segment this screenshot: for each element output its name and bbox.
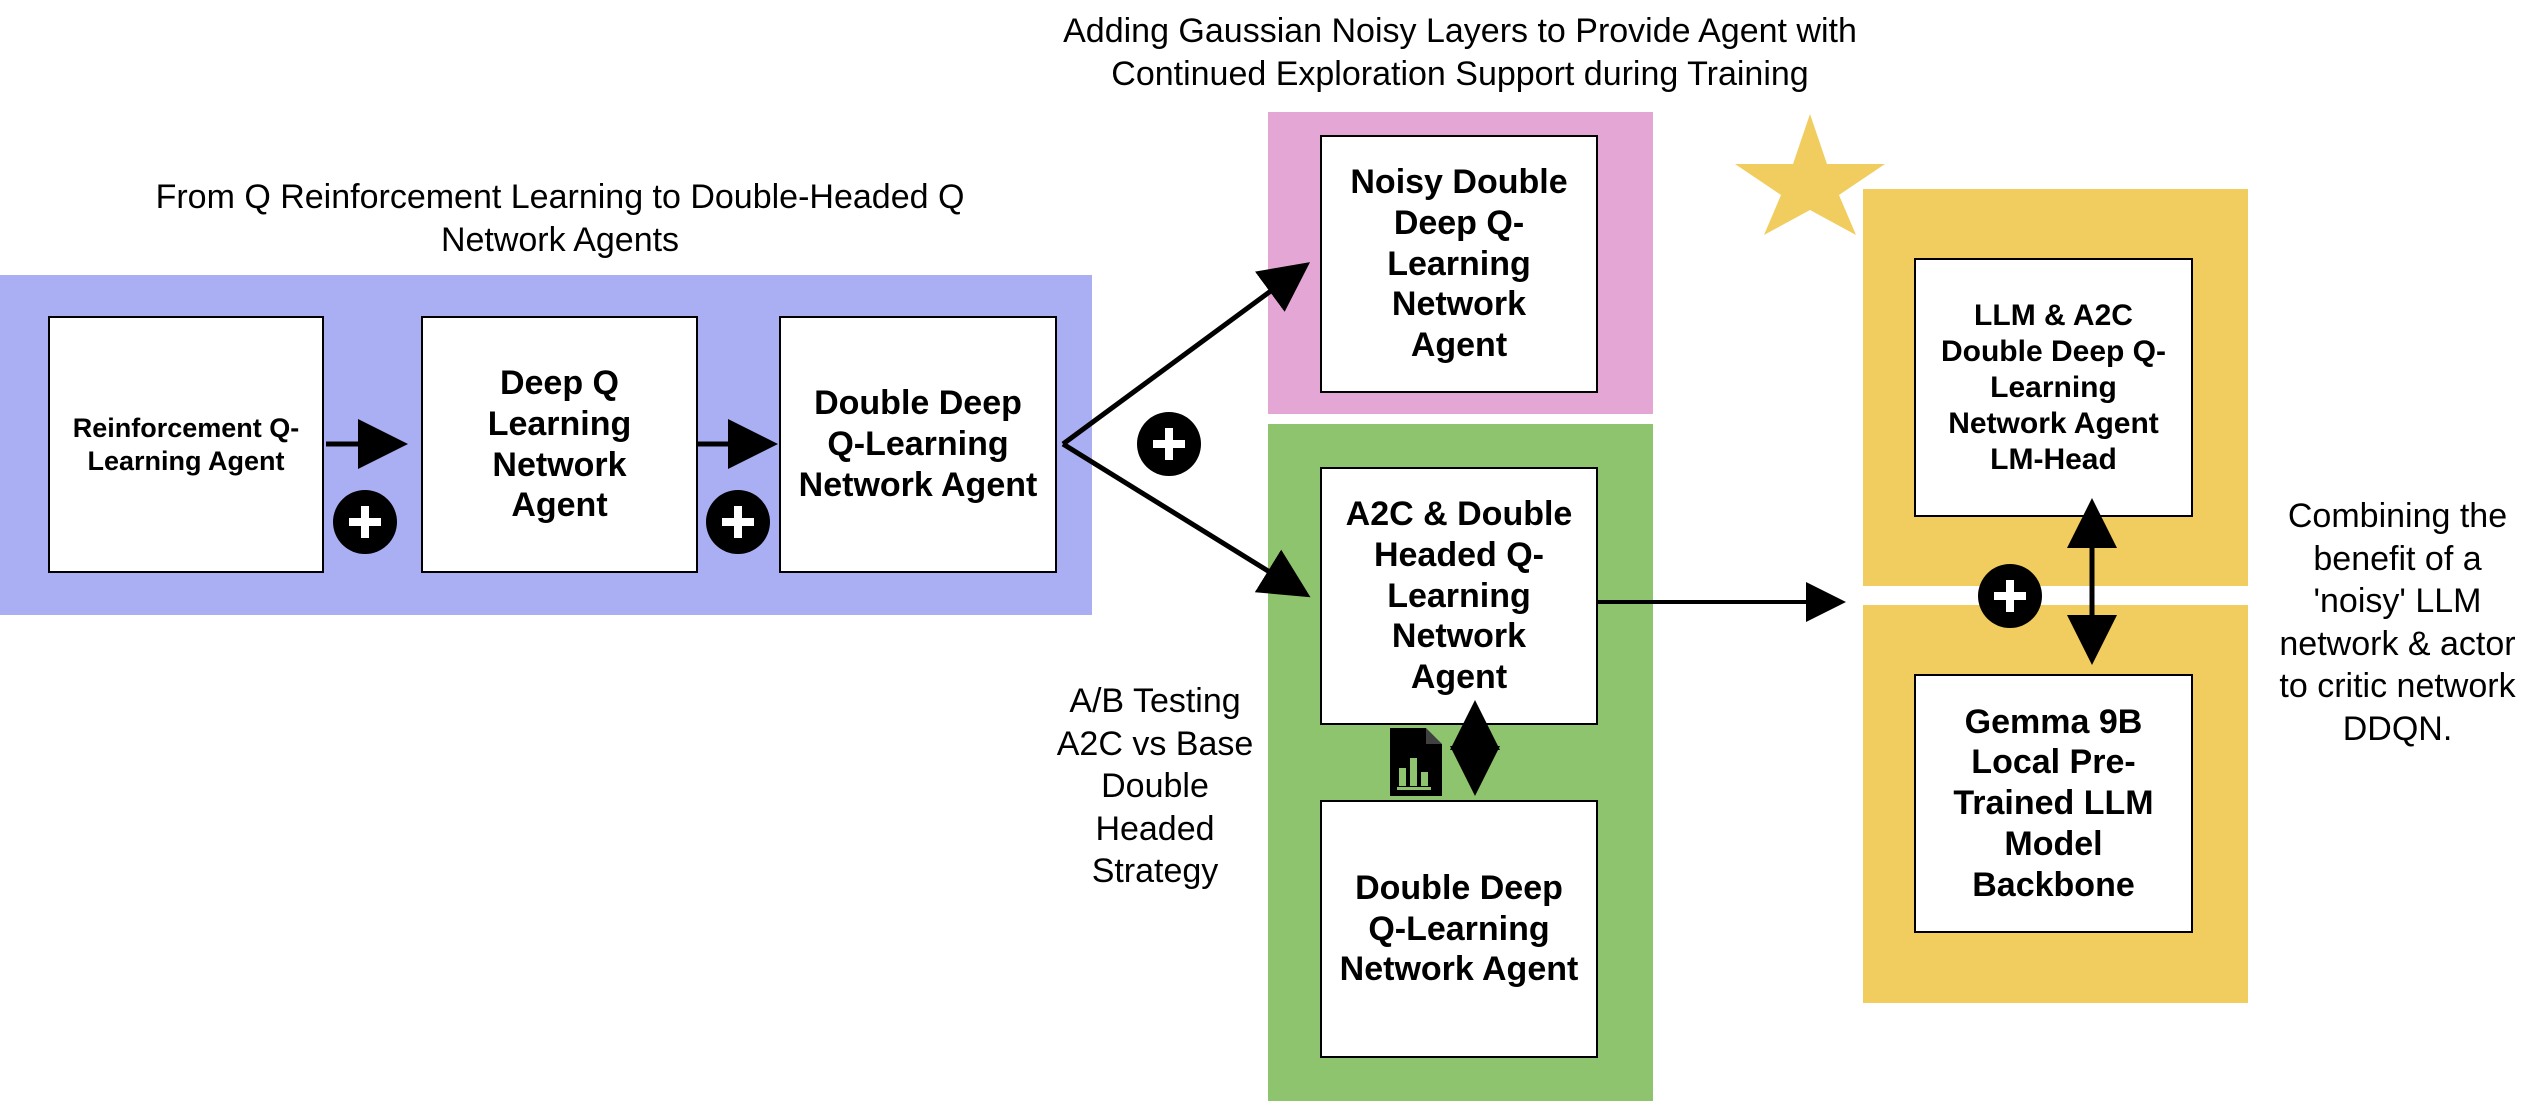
double-deep-agent-box: Double Deep Q-Learning Network Agent: [779, 316, 1057, 573]
arrow-to-noisy: [1061, 262, 1311, 447]
llm-a2c-box: LLM & A2C Double Deep Q-Learning Network…: [1914, 258, 2193, 517]
chart-document-icon: [1390, 728, 1442, 796]
reinforcement-agent-box: Reinforcement Q-Learning Agent: [48, 316, 324, 573]
deep-q-agent-box: Deep Q Learning Network Agent: [421, 316, 698, 573]
noisy-agent-box: Noisy Double Deep Q-Learning Network Age…: [1320, 135, 1598, 393]
reinforcement-agent-label: Reinforcement Q-Learning Agent: [72, 413, 300, 476]
gemma-backbone-box: Gemma 9B Local Pre-Trained LLM Model Bac…: [1914, 674, 2193, 933]
a2c-agent-label: A2C & Double Headed Q-Learning Network A…: [1345, 495, 1573, 697]
plus-circle-icon: [1978, 564, 2042, 628]
star-icon: [1735, 114, 1885, 235]
double-deep-green-box: Double Deep Q-Learning Network Agent: [1320, 800, 1598, 1058]
double-deep-agent-label: Double Deep Q-Learning Network Agent: [798, 384, 1038, 504]
combining-caption: Combining the benefit of a 'noisy' LLM n…: [2279, 497, 2516, 748]
double-deep-green-label: Double Deep Q-Learning Network Agent: [1339, 868, 1579, 989]
gemma-backbone-label: Gemma 9B Local Pre-Trained LLM Model Bac…: [1953, 702, 2154, 904]
plus-circle-icon: [706, 490, 770, 554]
noisy-title: Adding Gaussian Noisy Layers to Provide …: [1063, 12, 1857, 93]
plus-circle-icon: [1137, 412, 1201, 476]
ab-testing-caption: A/B Testing A2C vs Base Double Headed St…: [1056, 682, 1254, 890]
arrow-to-a2c: [1061, 441, 1311, 598]
left-title: From Q Reinforcement Learning to Double-…: [155, 178, 965, 259]
deep-q-agent-label: Deep Q Learning Network Agent: [487, 363, 632, 525]
plus-circle-icon: [333, 490, 397, 554]
noisy-agent-label: Noisy Double Deep Q-Learning Network Age…: [1350, 163, 1568, 365]
llm-a2c-label: LLM & A2C Double Deep Q-Learning Network…: [1940, 298, 2166, 476]
